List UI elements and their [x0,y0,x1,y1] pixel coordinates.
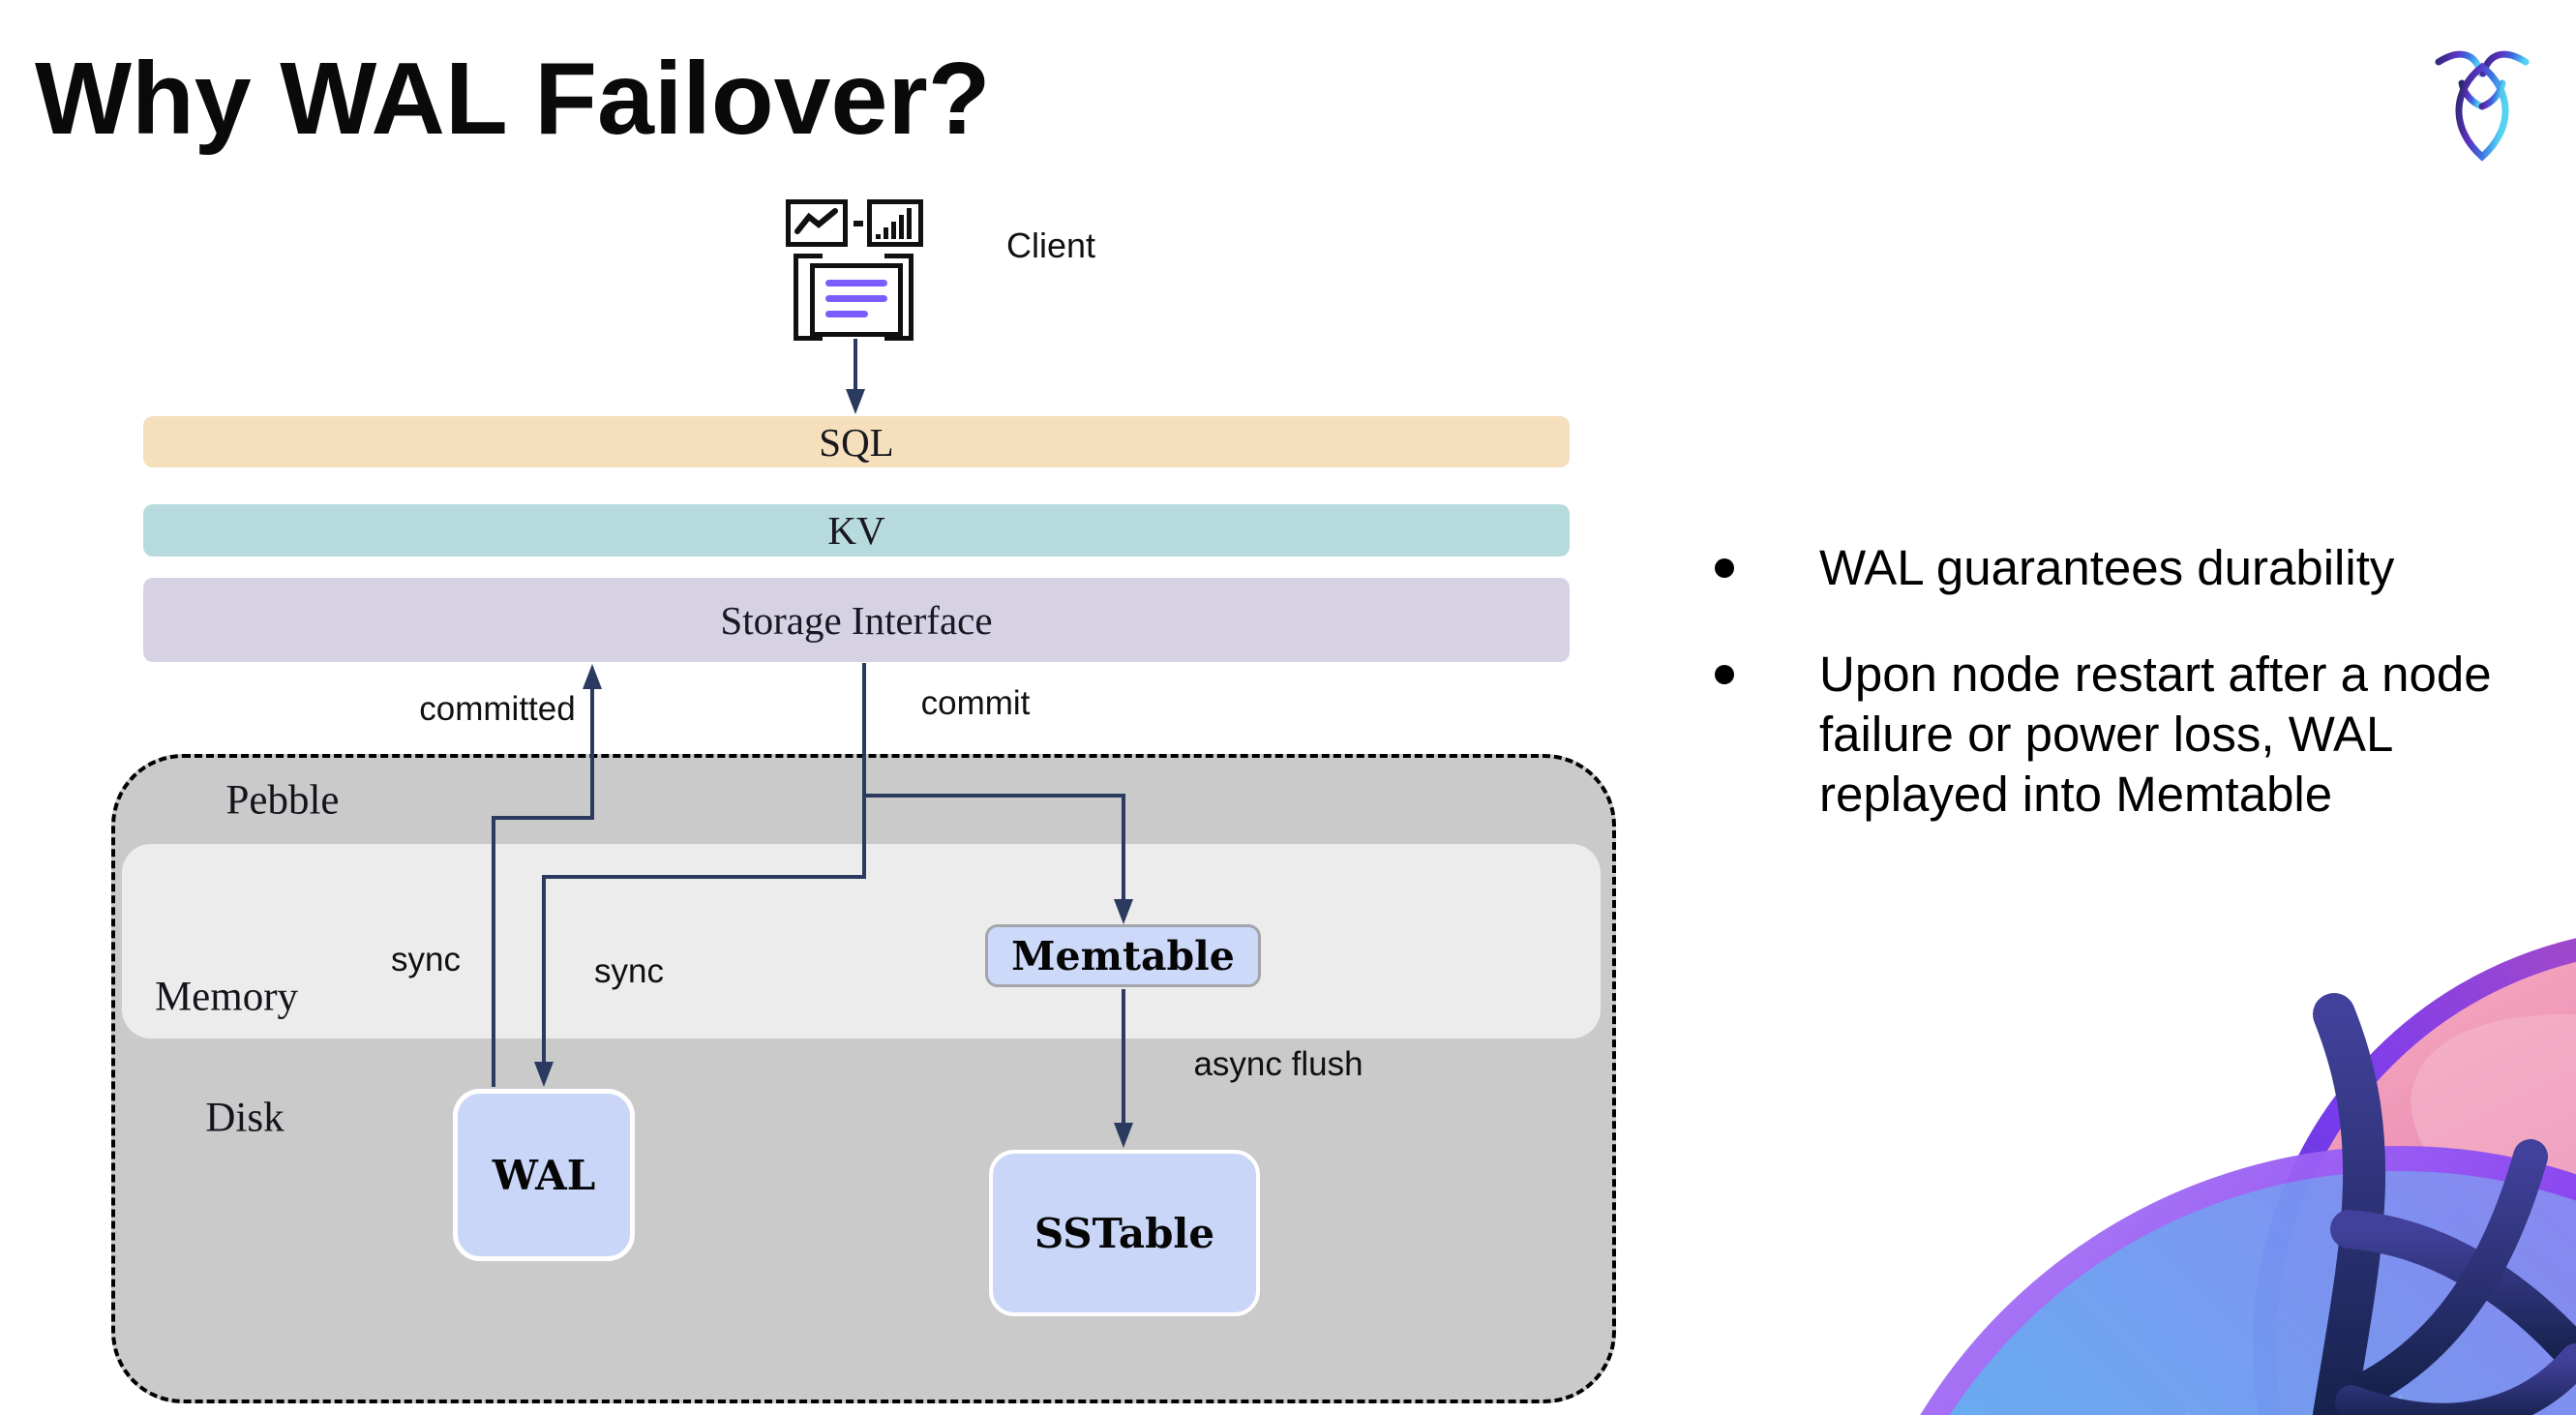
bullet-list: WAL guarantees durability Upon node rest… [1715,538,2547,871]
bullet-text: Upon node restart after a node failure o… [1819,647,2492,822]
edge-label-commit: commit [920,684,1031,722]
bullet-item: Upon node restart after a node failure o… [1715,645,2547,825]
layer-bar-kv-label: KV [827,508,885,553]
layer-bar-storage-label: Storage Interface [720,597,993,643]
bullet-text: WAL guarantees durability [1819,540,2395,595]
memory-zone [122,844,1601,1039]
dash-connector [854,221,863,226]
disk-label: Disk [205,1095,285,1141]
client-icon [780,194,927,341]
edge-label-async-flush: async flush [1193,1045,1363,1083]
bullet-dot-icon [1715,558,1734,578]
sstable-node-label: SSTable [1033,1209,1215,1257]
decoration-graphic [1920,938,2576,1415]
edge-label-sync-right: sync [594,952,664,990]
memtable-node-label: Memtable [1011,932,1235,979]
layer-bar-kv: KV [143,504,1570,557]
bar-chart-icon [867,199,923,247]
memory-label: Memory [154,974,299,1020]
layer-bar-storage-interface: Storage Interface [143,578,1570,662]
line-chart-icon [786,199,848,247]
sstable-node: SSTable [989,1150,1260,1316]
layer-bar-sql-label: SQL [819,419,894,465]
bullet-item: WAL guarantees durability [1715,538,2547,598]
wal-node-label: WAL [492,1151,596,1199]
layer-bar-sql: SQL [143,416,1570,467]
wal-node: WAL [453,1089,635,1261]
edge-label-committed: committed [419,690,576,728]
cockroachdb-logo-icon [2435,50,2530,162]
bullet-dot-icon [1715,665,1734,684]
arrow-client-to-sql [846,339,865,414]
document-icon [810,263,903,337]
page-title: Why WAL Failover? [35,42,991,156]
bracket-left-icon [794,254,823,341]
client-label: Client [1006,226,1096,265]
memtable-node: Memtable [985,924,1261,987]
pebble-label: Pebble [225,777,340,824]
bracket-right-icon [884,254,914,341]
edge-label-sync-left: sync [391,941,461,978]
